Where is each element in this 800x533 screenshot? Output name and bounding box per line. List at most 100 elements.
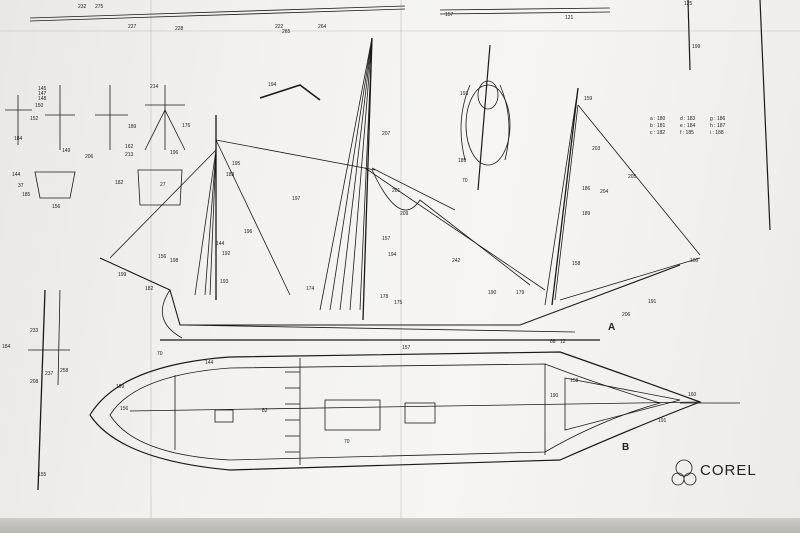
- svg-text:145: 145: [38, 86, 47, 92]
- svg-text:e : 184: e : 184: [680, 123, 696, 129]
- svg-text:37: 37: [18, 183, 24, 189]
- svg-text:178: 178: [380, 294, 389, 300]
- svg-text:201: 201: [392, 188, 401, 194]
- svg-text:199: 199: [116, 384, 125, 390]
- svg-text:193: 193: [460, 91, 469, 97]
- ship-plan: [89, 351, 740, 471]
- svg-text:157: 157: [402, 345, 411, 351]
- svg-text:176: 176: [182, 123, 191, 129]
- svg-text:232: 232: [78, 4, 87, 10]
- svg-text:197: 197: [292, 196, 301, 202]
- svg-text:209: 209: [400, 211, 409, 217]
- svg-text:175: 175: [394, 300, 403, 306]
- table-surface: [0, 518, 800, 533]
- svg-text:f : 185: f : 185: [680, 130, 694, 136]
- svg-text:c : 182: c : 182: [650, 130, 665, 136]
- svg-text:228: 228: [175, 26, 184, 32]
- svg-text:275: 275: [95, 4, 104, 10]
- svg-text:258: 258: [60, 368, 69, 374]
- block-detail: [259, 44, 511, 191]
- svg-text:125: 125: [684, 1, 693, 7]
- svg-text:68: 68: [550, 339, 556, 345]
- svg-text:185: 185: [22, 192, 31, 198]
- profile-part-numbers: 195 183 197 207 201 203 205 204 186 189 …: [118, 131, 699, 357]
- svg-text:191: 191: [648, 299, 657, 305]
- fold-crease: [150, 0, 152, 533]
- svg-text:233: 233: [30, 328, 39, 334]
- svg-text:199: 199: [118, 272, 127, 278]
- top-mast-drawing: [29, 5, 406, 19]
- svg-text:144: 144: [216, 241, 225, 247]
- svg-text:237: 237: [45, 371, 54, 377]
- svg-text:184: 184: [2, 344, 11, 350]
- svg-text:190: 190: [550, 393, 559, 399]
- svg-text:144: 144: [205, 360, 214, 366]
- svg-text:191: 191: [658, 418, 667, 424]
- svg-text:206: 206: [85, 154, 94, 160]
- svg-text:192: 192: [222, 251, 231, 257]
- svg-text:189: 189: [128, 124, 137, 130]
- svg-text:i : 188: i : 188: [710, 130, 724, 136]
- svg-text:a : 180: a : 180: [650, 116, 666, 122]
- svg-text:222: 222: [275, 24, 284, 30]
- svg-text:194: 194: [268, 82, 277, 88]
- view-label-b: B: [622, 442, 629, 453]
- svg-text:194: 194: [388, 252, 397, 258]
- corel-logo-mark: [671, 459, 697, 486]
- ship-profile: [99, 37, 701, 341]
- svg-text:179: 179: [516, 290, 525, 296]
- detail-part-numbers: 194 193 189 70 159: [268, 82, 593, 184]
- svg-text:183: 183: [226, 172, 235, 178]
- brand-logo: COREL: [700, 462, 757, 479]
- svg-text:g : 186: g : 186: [710, 116, 726, 122]
- svg-text:213: 213: [125, 152, 134, 158]
- svg-text:70: 70: [344, 439, 350, 445]
- svg-text:182: 182: [145, 286, 154, 292]
- svg-text:265: 265: [282, 29, 291, 35]
- svg-text:149: 149: [62, 148, 71, 154]
- left-part-numbers: 145 147 148 150 152 149 184 189 214 206 …: [2, 84, 191, 478]
- svg-text:158: 158: [572, 261, 581, 267]
- svg-text:189: 189: [582, 211, 591, 217]
- svg-text:160: 160: [690, 258, 699, 264]
- fold-crease: [0, 30, 800, 32]
- legend: a : 180 d : 183 g : 186 b : 181 e : 184 …: [650, 116, 726, 136]
- svg-text:242: 242: [452, 258, 461, 264]
- svg-text:156: 156: [120, 406, 129, 412]
- svg-text:82: 82: [262, 408, 268, 414]
- svg-text:198: 198: [170, 258, 179, 264]
- svg-text:12: 12: [560, 339, 566, 345]
- fold-crease: [400, 0, 402, 533]
- svg-text:206: 206: [622, 312, 631, 318]
- svg-text:148: 148: [38, 96, 47, 102]
- svg-text:27: 27: [160, 182, 166, 188]
- svg-text:156: 156: [52, 204, 61, 210]
- svg-text:160: 160: [688, 392, 697, 398]
- svg-text:196: 196: [170, 150, 179, 156]
- svg-text:121: 121: [565, 15, 574, 21]
- svg-text:152: 152: [30, 116, 39, 122]
- svg-text:204: 204: [600, 189, 609, 195]
- svg-text:156: 156: [158, 254, 167, 260]
- svg-text:h : 187: h : 187: [710, 123, 726, 129]
- svg-text:d : 183: d : 183: [680, 116, 696, 122]
- svg-text:189: 189: [458, 158, 467, 164]
- svg-text:227: 227: [128, 24, 137, 30]
- svg-text:157: 157: [382, 236, 391, 242]
- svg-text:207: 207: [382, 131, 391, 137]
- svg-text:264: 264: [318, 24, 327, 30]
- svg-text:155: 155: [38, 472, 47, 478]
- svg-text:144: 144: [12, 172, 21, 178]
- svg-text:159: 159: [584, 96, 593, 102]
- svg-text:205: 205: [628, 174, 637, 180]
- svg-text:158: 158: [570, 378, 579, 384]
- svg-text:199: 199: [692, 44, 701, 50]
- svg-text:190: 190: [488, 290, 497, 296]
- svg-text:157: 157: [445, 12, 454, 18]
- svg-text:182: 182: [115, 180, 124, 186]
- spare-mast-drawing: [37, 289, 46, 491]
- svg-text:70: 70: [462, 178, 468, 184]
- fitting-details: [5, 85, 186, 206]
